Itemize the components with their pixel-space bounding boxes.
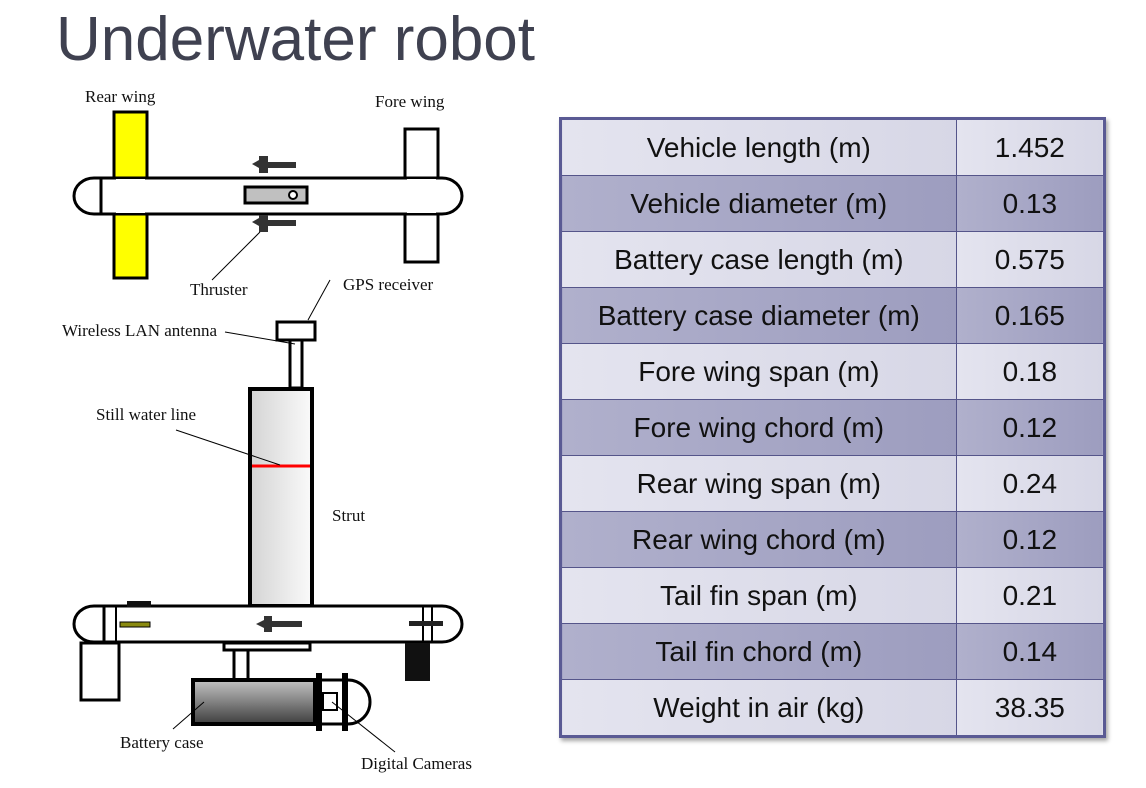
spec-label: Battery case length (m) [560, 231, 957, 288]
fore-fin-lower [405, 643, 430, 681]
spec-row: Tail fin chord (m)0.14 [560, 623, 1106, 680]
thruster-lower [252, 215, 296, 232]
spec-value: 0.21 [955, 567, 1106, 624]
spec-label: Rear wing span (m) [560, 455, 957, 512]
strut-shape [248, 387, 314, 608]
label-rear-wing: Rear wing [85, 87, 156, 106]
thruster-side [256, 616, 302, 632]
spec-row: Tail fin span (m)0.21 [560, 567, 1106, 624]
robot-diagram: Rear wing Fore wing Thruster GPS receive… [0, 80, 540, 788]
spec-label: Rear wing chord (m) [560, 511, 957, 568]
spec-label: Battery case diameter (m) [560, 287, 957, 344]
robot-drawing [72, 110, 464, 753]
slide-title: Underwater robot [56, 5, 536, 74]
battery-case-shape [191, 678, 317, 726]
spec-value: 0.18 [955, 343, 1106, 400]
spec-row: Fore wing chord (m)0.12 [560, 399, 1106, 456]
spec-value: 38.35 [955, 679, 1106, 737]
label-thruster: Thruster [190, 280, 248, 299]
spec-label: Weight in air (kg) [560, 679, 957, 737]
spec-label: Tail fin chord (m) [560, 623, 957, 680]
tail-fin-lower [79, 641, 121, 702]
spec-label: Vehicle length (m) [560, 118, 957, 176]
spec-value: 0.165 [955, 287, 1106, 344]
spec-value: 0.12 [955, 399, 1106, 456]
spec-value: 0.24 [955, 455, 1106, 512]
spec-value: 0.575 [955, 231, 1106, 288]
spec-label: Vehicle diameter (m) [560, 175, 957, 232]
spec-row: Vehicle diameter (m)0.13 [560, 175, 1106, 232]
label-strut: Strut [332, 506, 366, 525]
spec-row: Battery case length (m)0.575 [560, 231, 1106, 288]
spec-row: Rear wing chord (m)0.12 [560, 511, 1106, 568]
spec-row: Weight in air (kg)38.35 [560, 679, 1106, 737]
spec-row: Vehicle length (m)1.452 [560, 118, 1106, 176]
side-view [72, 279, 464, 753]
label-fore-wing: Fore wing [375, 92, 445, 111]
spec-value: 1.452 [955, 118, 1106, 176]
label-wireless-lan-antenna: Wireless LAN antenna [62, 321, 218, 340]
spec-row: Fore wing span (m)0.18 [560, 343, 1106, 400]
camera-housing [316, 673, 372, 731]
spec-row: Battery case diameter (m)0.165 [560, 287, 1106, 344]
label-still-water-line: Still water line [96, 405, 197, 424]
top-view [72, 110, 464, 281]
antenna-mast [288, 338, 304, 390]
label-digital-cameras: Digital Cameras [361, 754, 472, 773]
label-gps-receiver: GPS receiver [343, 275, 434, 294]
label-battery-case: Battery case [120, 733, 204, 752]
spec-label: Fore wing chord (m) [560, 399, 957, 456]
spec-value: 0.12 [955, 511, 1106, 568]
gps-receiver-shape [275, 320, 317, 342]
spec-value: 0.13 [955, 175, 1106, 232]
thruster-upper [252, 156, 296, 173]
spec-row: Rear wing span (m)0.24 [560, 455, 1106, 512]
spec-label: Tail fin span (m) [560, 567, 957, 624]
spec-value: 0.14 [955, 623, 1106, 680]
spec-label: Fore wing span (m) [560, 343, 957, 400]
